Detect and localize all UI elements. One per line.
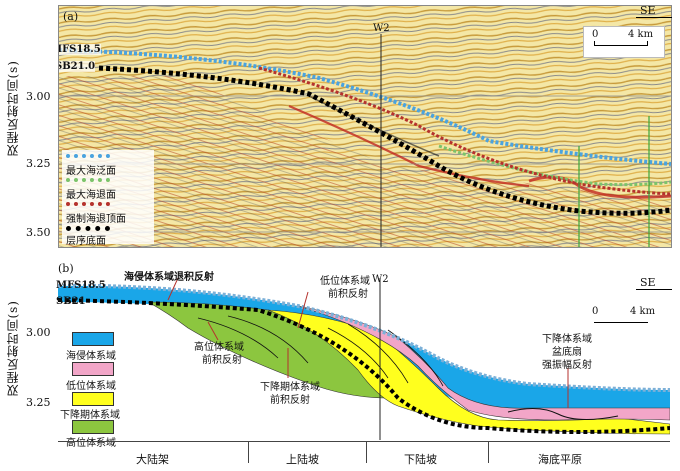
seismic-image (59, 6, 671, 247)
legend-tst-label: 海侵体系域 (66, 351, 116, 362)
physiography-axis-line (58, 441, 670, 442)
axis-sep-1 (248, 441, 249, 463)
scale-bar-line (594, 45, 648, 46)
fsst-annotation-2: 前积反射 (270, 395, 310, 406)
legend-mrs-label: 最大海退面 (66, 190, 116, 201)
panel-b-ytick-300: 3.00 (26, 326, 51, 339)
panel-b-well-label: W2 (372, 274, 389, 285)
legend-lst-label: 低位体系域 (66, 381, 116, 392)
seismic-section: (a) W2 MFS18.5 SB21.0 0 4 km (58, 5, 672, 248)
scale-tick-left (594, 41, 595, 46)
lst-annotation-2: 前积反射 (328, 289, 368, 300)
fan-annotation-1: 下降体系域 (542, 334, 592, 345)
panel-b-direction: SE (640, 276, 656, 289)
panel-a-direction-arrow (636, 17, 672, 18)
panel-b-mfs-label: MFS18.5 (56, 280, 106, 291)
panel-a-direction: SE (640, 4, 656, 17)
panel-b-ytick-325: 3.25 (26, 396, 51, 409)
legend-fsst-swatch (72, 392, 114, 406)
legend-mfs-label: 最大海泛面 (66, 166, 116, 177)
hst-annotation-2: 前积反射 (202, 355, 242, 366)
legend-hst-label: 高位体系域 (66, 438, 116, 449)
panel-b-scale-zero: 0 (592, 306, 599, 317)
panel-a-ytick-350: 3.50 (26, 226, 51, 239)
panel-a-label: (a) (63, 10, 79, 23)
panel-a-sb-label: SB21.0 (59, 61, 96, 72)
panel-a-y-axis-label: 双程反射时间(s) (6, 60, 20, 157)
panel-a-ytick-300: 3.00 (26, 90, 51, 103)
panel-b-direction-arrow (636, 289, 672, 290)
interpretation-image (57, 277, 671, 440)
lst-annotation-1: 低位体系域 (320, 276, 370, 287)
fsst-annotation-1: 下降期体系域 (260, 382, 320, 393)
fan-annotation-3: 强振幅反射 (542, 360, 592, 371)
legend-mfs-swatch (66, 154, 110, 158)
legend-mrs-swatch (66, 178, 110, 182)
legend-hst-swatch (72, 420, 114, 434)
scale-dist-label: 4 km (628, 29, 654, 40)
axis-sep-2 (366, 441, 367, 463)
hst-annotation-1: 高位体系域 (194, 342, 244, 353)
tst-annotation: 海侵体系域退积反射 (124, 272, 214, 283)
legend-bsfr-label: 强制海退顶面 (66, 214, 126, 225)
panel-a-ytick-325: 3.25 (26, 157, 51, 170)
panel-a-well-label: W2 (373, 23, 390, 34)
legend-lst-swatch (72, 362, 114, 376)
legend-sb-swatch (66, 226, 110, 231)
legend-sb-label: 层序底面 (66, 236, 106, 247)
panel-a-scale-bar: 0 4 km (583, 26, 665, 58)
axis-lower-slope: 下陆坡 (404, 453, 437, 466)
panel-b-label: (b) (58, 262, 74, 275)
scale-tick-right (647, 41, 648, 46)
physiography-axis: 大陆架 上陆坡 下陆坡 海底平原 (58, 441, 670, 467)
axis-basin-floor: 海底平原 (538, 453, 582, 466)
fan-annotation-2: 盆底扇 (552, 347, 582, 358)
legend-fsst-label: 下降期体系域 (60, 410, 120, 421)
panel-b-y-axis-label: 双程反射时间(s) (6, 300, 20, 397)
legend-tst-swatch (72, 332, 114, 346)
legend-bsfr-swatch (66, 202, 110, 206)
panel-a-legend: 最大海泛面 最大海退面 强制海退顶面 层序底面 (62, 150, 154, 247)
panel-b-scale-dist: 4 km (630, 306, 656, 317)
axis-sep-3 (488, 441, 489, 463)
panel-b-scale-bar (594, 322, 648, 323)
scale-zero-label: 0 (592, 29, 599, 40)
panel-a-mfs-label: MFS18.5 (59, 44, 101, 55)
interpretation-section: (b) W2 MFS18.5 SB21 海侵体系域退积反射 低位体系域 前积反射… (56, 258, 671, 440)
axis-shelf: 大陆架 (136, 453, 169, 466)
axis-upper-slope: 上陆坡 (286, 453, 319, 466)
panel-b-sb-label: SB21 (56, 296, 86, 307)
